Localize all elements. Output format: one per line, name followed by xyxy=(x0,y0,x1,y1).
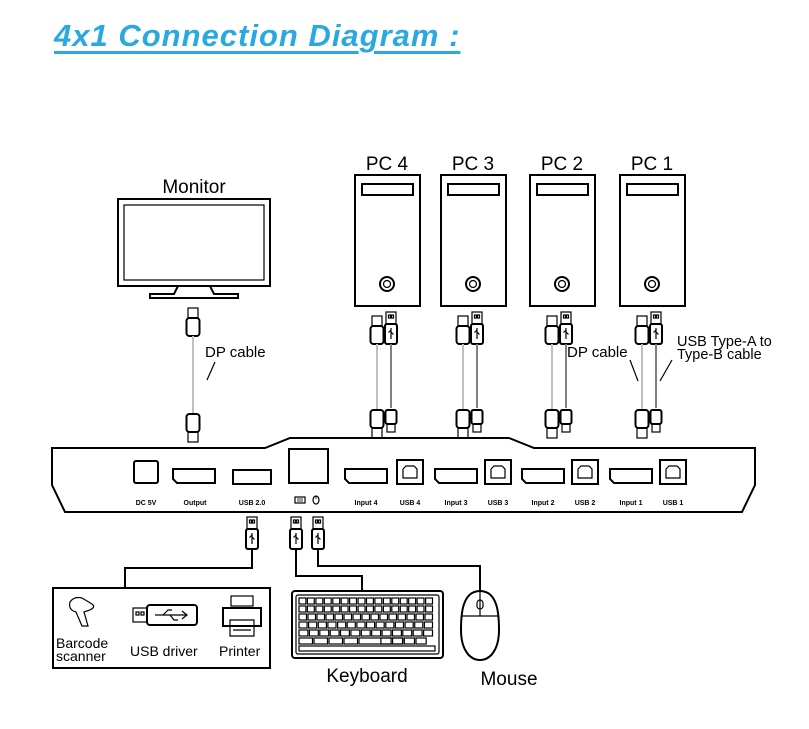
pc-4-group: PC 4 xyxy=(354,154,421,439)
pc-tower-icon xyxy=(354,174,421,307)
keyboard-cable xyxy=(289,516,363,590)
barcode-label-line2: scanner xyxy=(56,648,106,664)
km-port-panel xyxy=(288,448,329,484)
monitor-dp-cable xyxy=(185,307,201,443)
output-port xyxy=(172,468,216,484)
mouse-label: Mouse xyxy=(480,669,537,690)
pc-label: PC 1 xyxy=(631,154,673,175)
usb-peripherals-box xyxy=(52,587,271,669)
usb-cable-label-line1: USB Type-A to xyxy=(677,334,772,350)
pc-label: PC 4 xyxy=(366,154,409,175)
mouse-cable xyxy=(311,516,481,591)
port-label-input: Input 3 xyxy=(445,500,468,507)
pc-2-group: PC 2 xyxy=(529,154,596,439)
port-label-usb: USB 2 xyxy=(575,500,596,507)
monitor-label: Monitor xyxy=(162,177,226,198)
port-label-usb: USB 3 xyxy=(488,500,509,507)
input-port-2 xyxy=(521,468,565,484)
pc-label: PC 3 xyxy=(452,154,494,175)
monitor-icon xyxy=(117,198,271,299)
port-label-input: Input 4 xyxy=(355,500,378,507)
input-port-3 xyxy=(434,468,478,484)
monitor-dp-cable-label: DP cable xyxy=(205,344,266,361)
diagram-title: 4x1 Connection Diagram : xyxy=(54,18,461,53)
mouse-port-icon xyxy=(312,495,320,505)
port-label-usb: USB 4 xyxy=(400,500,421,507)
usb-b-port-2 xyxy=(571,459,599,485)
barcode-label-line1: Barcode xyxy=(56,635,108,651)
pc-cable-pair xyxy=(634,311,663,439)
port-label-usb2: USB 2.0 xyxy=(239,500,266,507)
input-port-4 xyxy=(344,468,388,484)
printer-icon xyxy=(222,595,262,637)
pc-cable-pair xyxy=(369,311,398,439)
pc-tower-icon xyxy=(619,174,686,307)
usb-drive-icon xyxy=(132,604,198,626)
input-port-1 xyxy=(609,468,653,484)
port-label-usb: USB 1 xyxy=(663,500,684,507)
keyboard-port-icon xyxy=(294,496,306,504)
mouse-icon xyxy=(459,589,501,662)
keyboard-icon xyxy=(291,590,444,659)
usb2-port xyxy=(232,469,272,485)
pc-dp-cable-label: DP cable xyxy=(567,344,628,361)
keyboard-label: Keyboard xyxy=(326,666,407,687)
pc-tower-icon xyxy=(440,174,507,307)
kvm-switch-body xyxy=(51,437,756,513)
port-label-input: Input 1 xyxy=(620,500,643,507)
pc-3-group: PC 3 xyxy=(440,154,507,439)
port-label-output: Output xyxy=(184,500,208,507)
port-label-dc: DC 5V xyxy=(136,500,157,507)
usb-b-port-3 xyxy=(484,459,512,485)
barcode-scanner-icon xyxy=(69,596,95,627)
pc-cable-pair xyxy=(544,311,573,439)
pc-cable-pair xyxy=(455,311,484,439)
usb2-cable xyxy=(124,516,259,588)
pc-tower-icon xyxy=(529,174,596,307)
printer-label: Printer xyxy=(219,643,261,659)
usb-b-port-4 xyxy=(396,459,424,485)
usb-cable-label-line2: Type-B cable xyxy=(677,347,762,363)
pc-1-group: PC 1 xyxy=(619,154,686,439)
dc-port xyxy=(133,460,159,484)
port-label-input: Input 2 xyxy=(532,500,555,507)
usb-driver-label: USB driver xyxy=(130,643,198,659)
pc-label: PC 2 xyxy=(541,154,583,175)
usb-b-port-1 xyxy=(659,459,687,485)
